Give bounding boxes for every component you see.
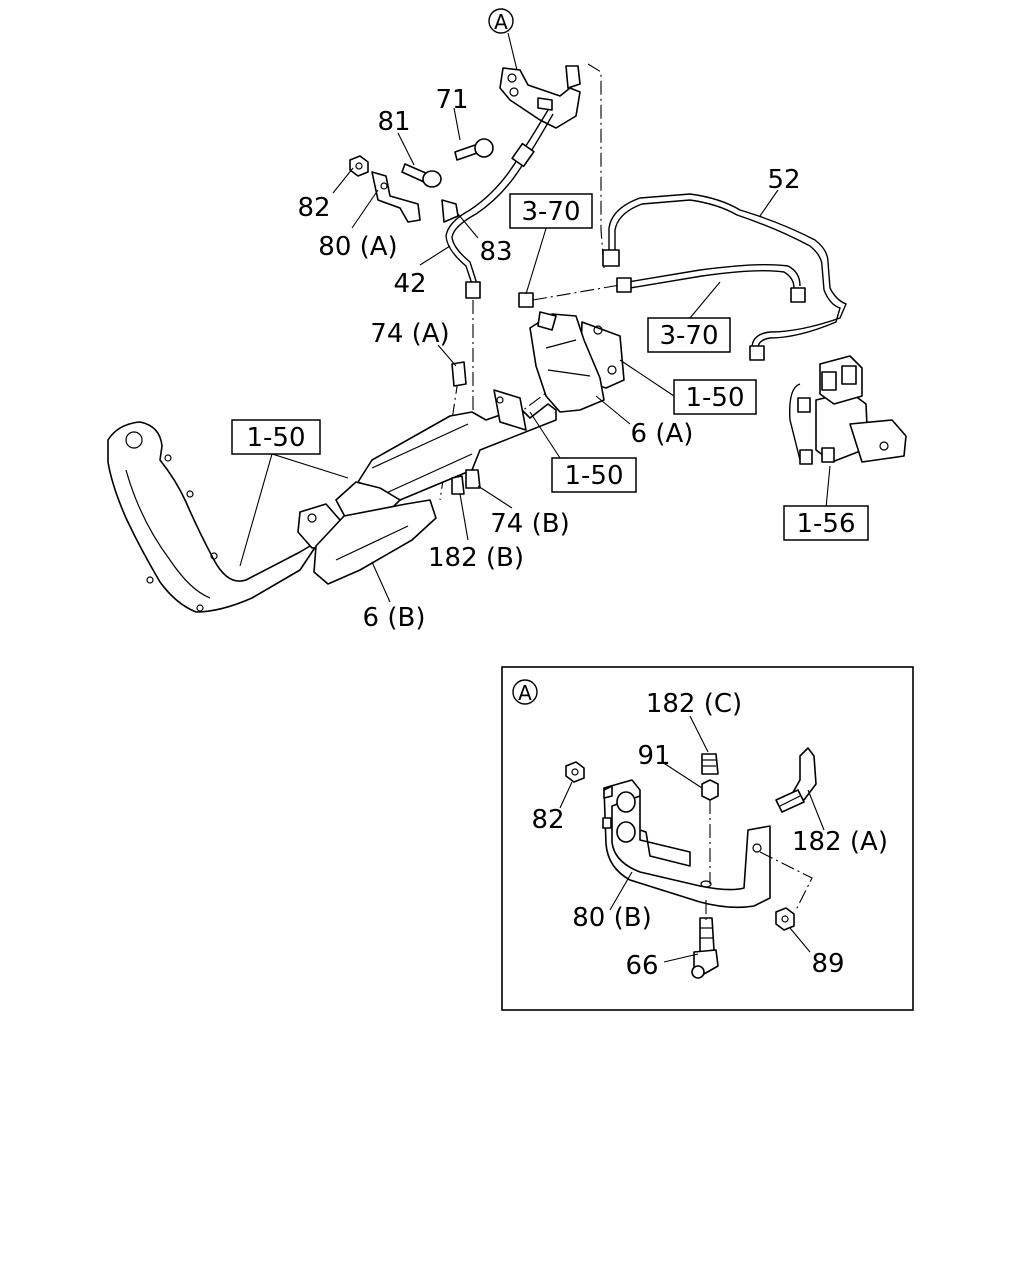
heat-shield-6b [313,499,437,585]
valve-assembly [789,355,907,465]
label-182a: 182 (A) [792,827,888,857]
label-52: 52 [767,165,800,195]
fitting-182a [775,747,817,813]
label-89: 89 [811,949,844,979]
label-83: 83 [479,237,512,267]
label-81: 81 [377,107,410,137]
sensor-74b [465,469,481,489]
label-74a: 74 (A) [370,319,449,349]
svg-text:1-50: 1-50 [685,383,744,413]
centerline-a-to-valve [587,63,605,269]
ref-box-3-70-mid: 3-70 [647,317,731,353]
bracket-80b [602,779,771,909]
svg-text:3-70: 3-70 [659,321,718,351]
label-6b: 6 (B) [363,603,426,633]
ref-box-3-70-top: 3-70 [509,193,593,229]
label-71: 71 [435,85,468,115]
label-82: 82 [297,193,330,223]
nut-89 [775,907,795,931]
svg-text:1-56: 1-56 [796,509,855,539]
label-80b: 80 (B) [572,903,651,933]
ref-box-1-56: 1-56 [783,505,869,541]
nut-82-detail [565,761,585,783]
label-82-detail: 82 [531,805,564,835]
centerline-370 [532,284,621,301]
center-pipe [357,389,557,501]
label-42: 42 [393,269,426,299]
ref-box-1-50-left: 1-50 [231,419,321,455]
callout-a-letter: A [494,10,508,34]
pipe-52 [602,193,847,361]
bolt-71 [454,138,494,161]
pipe-3-70 [616,263,806,303]
label-6a: 6 (A) [631,419,694,449]
svg-text:3-70: 3-70 [521,197,580,227]
label-66: 66 [625,951,658,981]
sensor-3-70 [518,292,557,331]
detail-centerline-89 [759,851,813,911]
bolt-81 [401,163,442,188]
front-pipe-left [107,421,321,613]
label-80a: 80 (A) [318,232,397,262]
callout-a-detail: A [512,679,538,705]
top-bracket [499,65,581,129]
heat-shield-6a [529,313,605,413]
svg-text:1-50: 1-50 [246,423,305,453]
clip-83 [441,199,459,223]
nut-91 [701,779,719,801]
fitting-182c [701,753,719,775]
ref-box-1-50-right: 1-50 [673,379,757,415]
nut-82 [349,155,369,177]
detail-a-inset: A [501,666,914,1011]
fitting-66 [691,917,719,979]
callout-a-main: A [488,8,518,71]
svg-text:1-50: 1-50 [564,461,623,491]
label-182b: 182 (B) [428,543,524,573]
ref-box-1-50-center: 1-50 [551,457,637,493]
label-182c: 182 (C) [646,689,742,719]
label-74b: 74 (B) [490,509,569,539]
sensor-74a [451,361,467,387]
bracket-80a [371,171,421,223]
label-91: 91 [637,741,670,771]
sensor-182b [451,475,465,495]
svg-text:A: A [518,681,532,705]
